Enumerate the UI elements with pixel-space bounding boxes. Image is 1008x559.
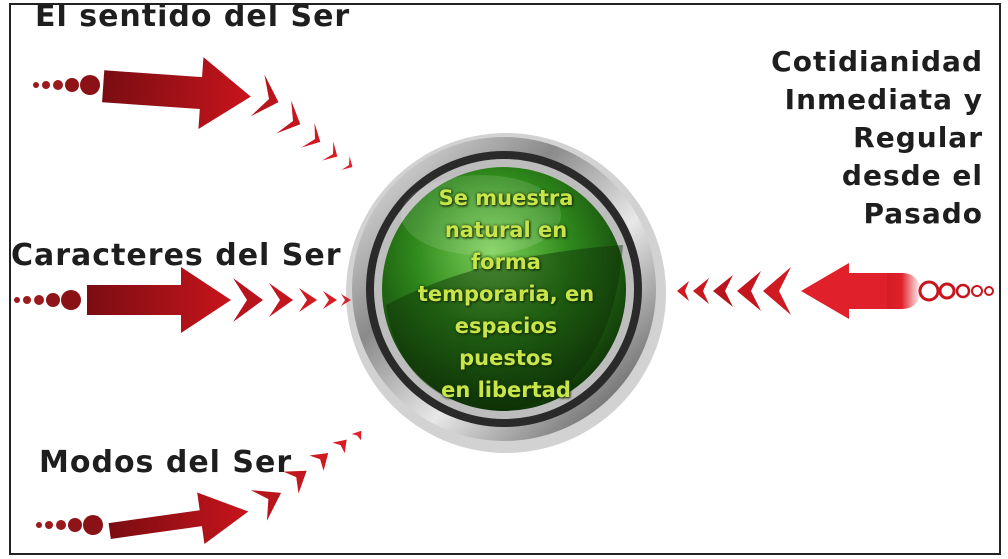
orb-text-line: espacios puestos [454,314,558,370]
label-sentido-del-ser: El sentido del Ser [35,3,351,34]
label-cotidianidad-line: desde el [841,159,983,192]
orb-text-line: forma [471,250,541,274]
label-cotidianidad-line: Inmediata y [784,83,983,116]
orb-text-line: temporaria, en [417,282,595,306]
diagram-graphics [14,57,994,544]
label-cotidianidad: Cotidianidad Inmediata y Regular desde e… [723,43,983,233]
label-caracteres-del-ser: Caracteres del Ser [11,238,342,273]
arrow-cotidianidad [677,263,994,319]
label-cotidianidad-line: Regular [853,121,983,154]
arrow-caracteres [14,267,351,333]
orb-text-line: Se muestra [438,186,574,210]
central-orb [346,133,666,453]
orb-text-line: natural en [444,218,568,242]
label-cotidianidad-line: Pasado [863,197,983,230]
label-modos-del-ser: Modos del Ser [39,445,293,480]
label-cotidianidad-line: Cotidianidad [771,45,983,78]
arrow-modos [36,430,362,544]
diagram-frame: El sentido del Ser Caracteres del Ser Mo… [9,3,1001,555]
orb-text: Se muestra natural en forma temporaria, … [406,179,606,409]
arrow-sentido [33,57,353,170]
orb-text-line: en libertad [441,378,571,402]
